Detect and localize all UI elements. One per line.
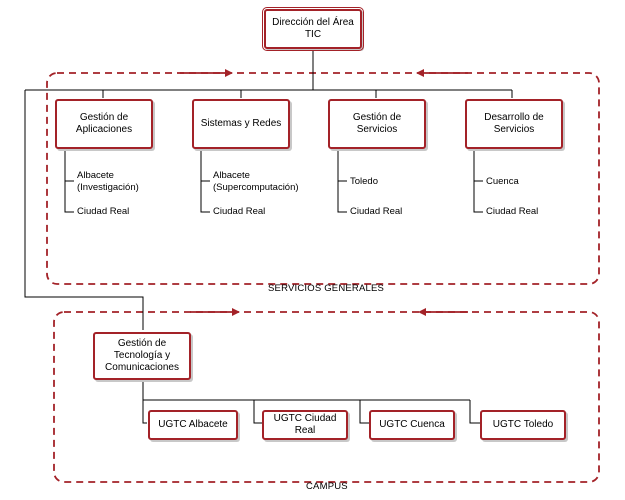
- sub-location: Ciudad Real: [350, 206, 403, 217]
- campus-label: CAMPUS: [306, 481, 348, 492]
- sub-location: Cuenca: [486, 176, 519, 187]
- campus-connectors: [142, 378, 480, 424]
- campus-head-node: Gestión de Tecnología y Comunicaciones: [93, 332, 191, 380]
- sub-location: Albacete (Supercomputación): [213, 170, 299, 193]
- sub-location: Ciudad Real: [486, 206, 539, 217]
- servicios-generales-boundary: [46, 72, 600, 285]
- department-label: Desarrollo de Servicios: [484, 112, 544, 135]
- sub-location: Ciudad Real: [213, 206, 266, 217]
- department-sub-connectors: [64, 150, 483, 213]
- campus-boundary: [53, 311, 600, 483]
- campus-unit-ugtc-toledo: UGTC Toledo: [480, 410, 566, 440]
- campus-head-label: Gestión de Tecnología y Comunicaciones: [105, 338, 179, 373]
- campus-unit-ugtc-cuenca: UGTC Cuenca: [369, 410, 455, 440]
- department-node-desarrollo-servicios: Desarrollo de Servicios: [465, 99, 563, 149]
- top-node: Dirección del Área TIC: [262, 7, 364, 51]
- campus-unit-label: UGTC Albacete: [158, 419, 228, 430]
- campus-unit-ugtc-ciudad-real: UGTC Ciudad Real: [262, 410, 348, 440]
- servicios-generales-label: SERVICIOS GENERALES: [268, 283, 385, 294]
- sub-location: Ciudad Real: [77, 206, 130, 217]
- department-node-sistemas-redes: Sistemas y Redes: [192, 99, 290, 149]
- department-label: Gestión de Aplicaciones: [75, 112, 133, 135]
- sub-location: Albacete (Investigación): [77, 170, 139, 193]
- campus-unit-label: UGTC Toledo: [492, 419, 554, 430]
- department-label: Gestión de Servicios: [352, 112, 402, 135]
- campus-unit-label: UGTC Ciudad Real: [273, 413, 337, 436]
- sub-location: Toledo: [350, 176, 378, 187]
- department-label: Sistemas y Redes: [200, 118, 282, 129]
- top-connectors: [24, 45, 513, 330]
- top-node-label: Dirección del Área TIC: [272, 17, 354, 40]
- department-node-gestion-aplicaciones: Gestión de Aplicaciones: [55, 99, 153, 149]
- campus-unit-label: UGTC Cuenca: [379, 419, 445, 430]
- department-node-gestion-servicios: Gestión de Servicios: [328, 99, 426, 149]
- campus-unit-ugtc-albacete: UGTC Albacete: [148, 410, 238, 440]
